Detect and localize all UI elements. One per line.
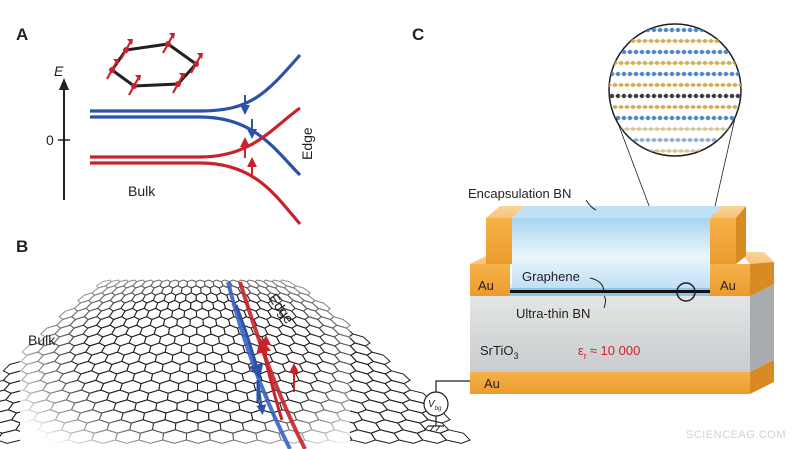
spin-arrow-icon <box>190 53 203 74</box>
spin-arrow-icon <box>162 33 175 54</box>
spin-ring-icon <box>106 33 203 96</box>
edge-spin-arrows <box>240 95 257 178</box>
back-gate-source <box>423 380 470 432</box>
spin-arrow-icon <box>106 59 119 80</box>
spin-arrow-icon <box>120 39 133 60</box>
encapsulation-bn-label: Encapsulation BN <box>468 186 571 201</box>
device-stack <box>470 206 774 394</box>
spin-arrow-icon <box>128 75 141 96</box>
zero-tick-label: 0 <box>46 132 54 148</box>
permittivity-label: εr≈ 10 000 <box>578 343 640 361</box>
au-right-label: Au <box>720 278 736 293</box>
graphene-label: Graphene <box>522 269 580 284</box>
panel-c-label: C <box>412 25 424 44</box>
ultra-thin-bn-label: Ultra-thin BN <box>516 306 590 321</box>
energy-axis-label: E <box>54 63 64 79</box>
band-structure <box>90 53 302 226</box>
substrate-label: SrTiO3 <box>480 343 518 361</box>
panel-b-label: B <box>16 237 28 256</box>
graphene-lattice <box>0 270 471 449</box>
edge-channels <box>226 281 307 449</box>
gate-voltage-label: Vbg <box>428 399 442 412</box>
panel-a-edge-label: Edge <box>299 127 315 160</box>
au-gate-label: Au <box>484 376 500 391</box>
au-left-label: Au <box>478 278 494 293</box>
spin-arrow-icon <box>172 73 185 94</box>
energy-axis <box>58 78 70 200</box>
panel-b-bulk-label: Bulk <box>28 332 56 348</box>
watermark: SCIENCEAG.COM <box>685 429 786 441</box>
panel-a-label: A <box>16 25 28 44</box>
panel-a-bulk-label: Bulk <box>128 183 156 199</box>
